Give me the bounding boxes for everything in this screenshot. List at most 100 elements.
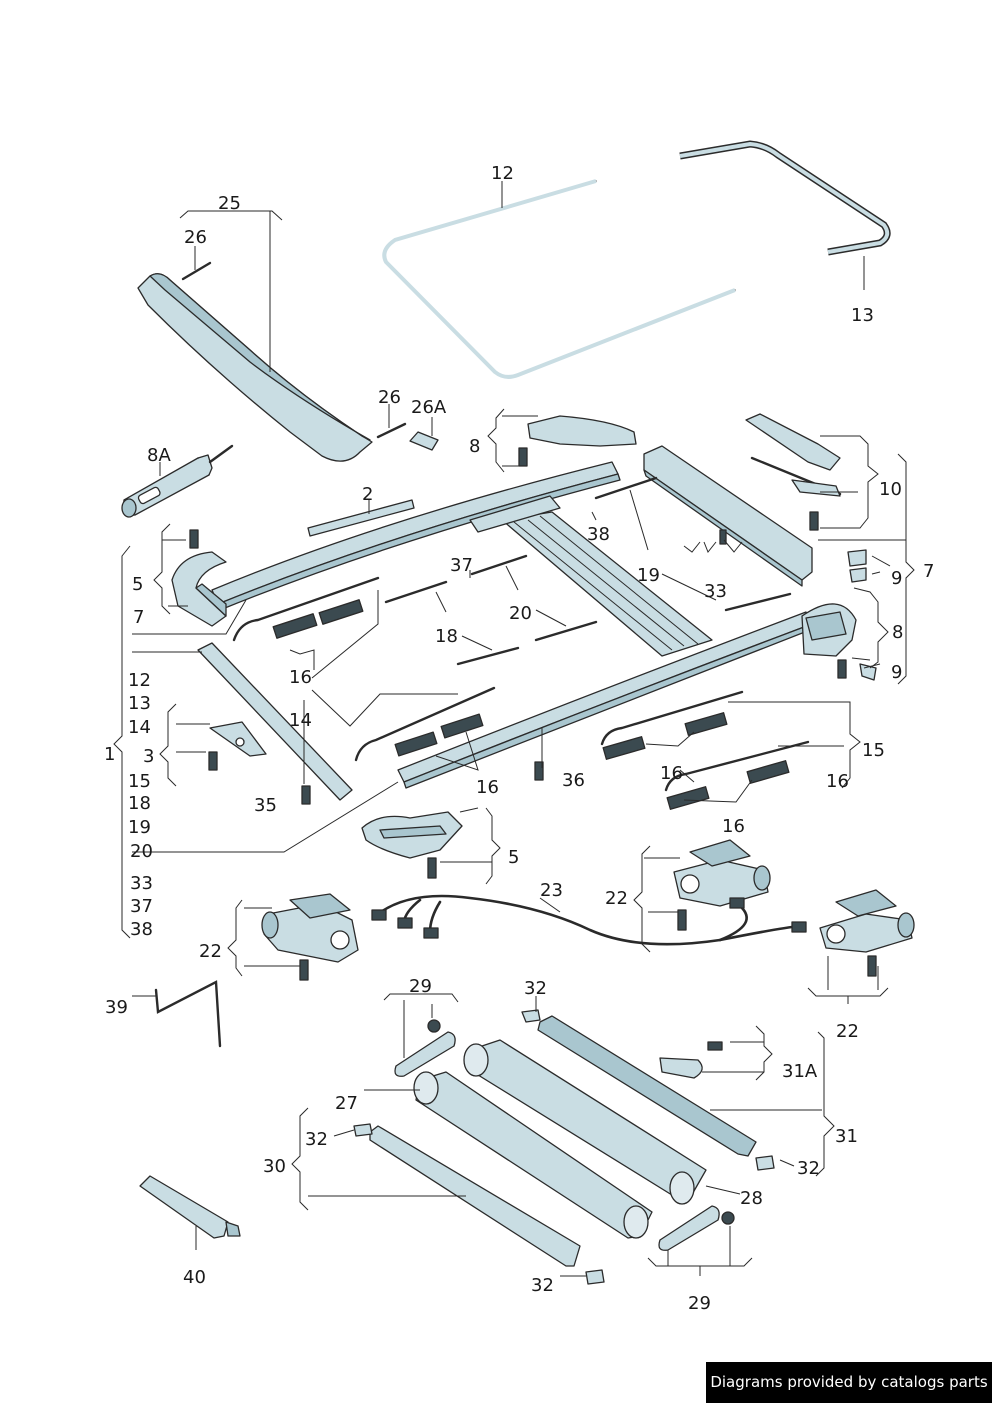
part-26-pin-mid bbox=[376, 422, 407, 439]
callout-16-e: 16 bbox=[722, 816, 745, 837]
column-callout-15: 15 bbox=[128, 771, 151, 792]
part-40-grease-tube bbox=[139, 1175, 241, 1239]
callout-19: 19 bbox=[637, 565, 660, 586]
column-callout-33: 33 bbox=[130, 873, 153, 894]
credit-footer: Diagrams provided by catalogs parts bbox=[706, 1362, 992, 1403]
callout-28: 28 bbox=[740, 1188, 763, 1209]
callout-32-top: 32 bbox=[524, 978, 547, 999]
part-7-side-rail-right bbox=[643, 445, 813, 587]
part-32-end-caps bbox=[353, 1009, 775, 1285]
callout-39: 39 bbox=[105, 997, 128, 1018]
part-26-pin-top bbox=[181, 261, 212, 281]
callout-1: 1 bbox=[104, 744, 115, 765]
part-26A-clip bbox=[409, 431, 439, 451]
leader-lines bbox=[113, 181, 915, 1277]
part-25-front-panel bbox=[137, 273, 373, 462]
callout-3: 3 bbox=[143, 746, 154, 767]
part-39-tool bbox=[154, 980, 222, 1048]
callout-20: 20 bbox=[509, 603, 532, 624]
callout-16-d: 16 bbox=[826, 771, 849, 792]
callout-12: 12 bbox=[491, 163, 514, 184]
callout-32-right: 32 bbox=[797, 1158, 820, 1179]
callout-36: 36 bbox=[562, 770, 585, 791]
part-8-guide-right bbox=[527, 415, 857, 657]
part-bolts bbox=[189, 447, 877, 1225]
part-22-motor-left bbox=[261, 893, 359, 963]
callout-37: 37 bbox=[450, 555, 473, 576]
callout-2: 2 bbox=[362, 484, 373, 505]
callout-30: 30 bbox=[263, 1156, 286, 1177]
callout-27: 27 bbox=[335, 1093, 358, 1114]
callout-26A: 26A bbox=[411, 397, 447, 418]
callout-29-top: 29 bbox=[409, 976, 432, 997]
part-29-bracket-bottom bbox=[658, 1205, 720, 1251]
callout-26-mid: 26 bbox=[378, 387, 401, 408]
part-2-deflector bbox=[307, 499, 415, 537]
part-31A-handle bbox=[659, 1057, 703, 1079]
callout-column-list: 12 13 14 15 18 19 20 33 37 38 bbox=[128, 670, 153, 940]
column-callout-20: 20 bbox=[130, 841, 153, 862]
callout-23: 23 bbox=[540, 880, 563, 901]
column-callout-12: 12 bbox=[128, 670, 151, 691]
column-callout-18: 18 bbox=[128, 793, 151, 814]
part-5-guide-front-left bbox=[171, 551, 227, 627]
callout-7-right: 7 bbox=[923, 561, 934, 582]
callout-40: 40 bbox=[183, 1267, 206, 1288]
callout-35: 35 bbox=[254, 795, 277, 816]
callout-16-b: 16 bbox=[660, 763, 683, 784]
callout-5-left: 5 bbox=[132, 574, 143, 595]
column-callout-37: 37 bbox=[130, 896, 153, 917]
part-13-seal-strip bbox=[679, 140, 891, 256]
column-callout-13: 13 bbox=[128, 693, 151, 714]
callout-31A: 31A bbox=[782, 1061, 818, 1082]
callout-33: 33 bbox=[704, 581, 727, 602]
part-rear-cross-member bbox=[397, 611, 813, 789]
callout-22-right: 22 bbox=[836, 1021, 859, 1042]
callout-38: 38 bbox=[587, 524, 610, 545]
callout-16-a: 16 bbox=[289, 667, 312, 688]
column-callout-14: 14 bbox=[128, 717, 151, 738]
callout-5-bottom: 5 bbox=[508, 847, 519, 868]
callout-31: 31 bbox=[835, 1126, 858, 1147]
part-3-bracket bbox=[209, 721, 267, 757]
callout-18: 18 bbox=[435, 626, 458, 647]
part-cables-18-19-20-33-37 bbox=[384, 476, 792, 666]
callout-9-top: 9 bbox=[891, 568, 902, 589]
part-14-side-seal-left bbox=[197, 642, 353, 801]
callout-14: 14 bbox=[289, 710, 312, 731]
part-22-motor-right bbox=[819, 889, 915, 953]
callout-32-left: 32 bbox=[305, 1129, 328, 1150]
callout-7-left: 7 bbox=[133, 607, 144, 628]
part-12-glass-seal bbox=[382, 179, 736, 379]
part-20-front-cross-member bbox=[211, 461, 621, 611]
callout-32-bottom: 32 bbox=[531, 1275, 554, 1296]
part-9-clips bbox=[847, 549, 877, 681]
column-callout-19: 19 bbox=[128, 817, 151, 838]
part-38-rail-cap bbox=[469, 495, 561, 533]
callout-22-center: 22 bbox=[605, 888, 628, 909]
callout-10: 10 bbox=[879, 479, 902, 500]
callout-8-right: 8 bbox=[892, 622, 903, 643]
part-30-blind-rail bbox=[369, 1125, 581, 1267]
callout-29-bottom: 29 bbox=[688, 1293, 711, 1314]
callout-22-left: 22 bbox=[199, 941, 222, 962]
callout-labels: 25 26 12 13 26 26A 8 8A 10 2 38 7 9 5 37… bbox=[104, 163, 934, 1314]
callout-13: 13 bbox=[851, 305, 874, 326]
callout-8-top: 8 bbox=[469, 436, 480, 457]
part-8A-grease-tube bbox=[121, 444, 234, 518]
part-16-slider-assemblies bbox=[232, 576, 810, 810]
callout-26-top: 26 bbox=[184, 227, 207, 248]
callout-15: 15 bbox=[862, 740, 885, 761]
part-28-roller-blind-rear bbox=[463, 1039, 707, 1205]
part-10-guide-plate bbox=[745, 413, 842, 497]
column-callout-38: 38 bbox=[130, 919, 153, 940]
part-31-blind-rail bbox=[537, 1015, 757, 1157]
callout-9-bottom: 9 bbox=[891, 662, 902, 683]
part-29-bracket-top bbox=[394, 1031, 456, 1077]
callout-8A: 8A bbox=[147, 445, 171, 466]
part-27-roller-blind-front bbox=[413, 1071, 653, 1239]
part-23-wiring-harness bbox=[371, 894, 807, 946]
callout-16-c: 16 bbox=[476, 777, 499, 798]
part-5-guide-rear bbox=[361, 811, 463, 859]
